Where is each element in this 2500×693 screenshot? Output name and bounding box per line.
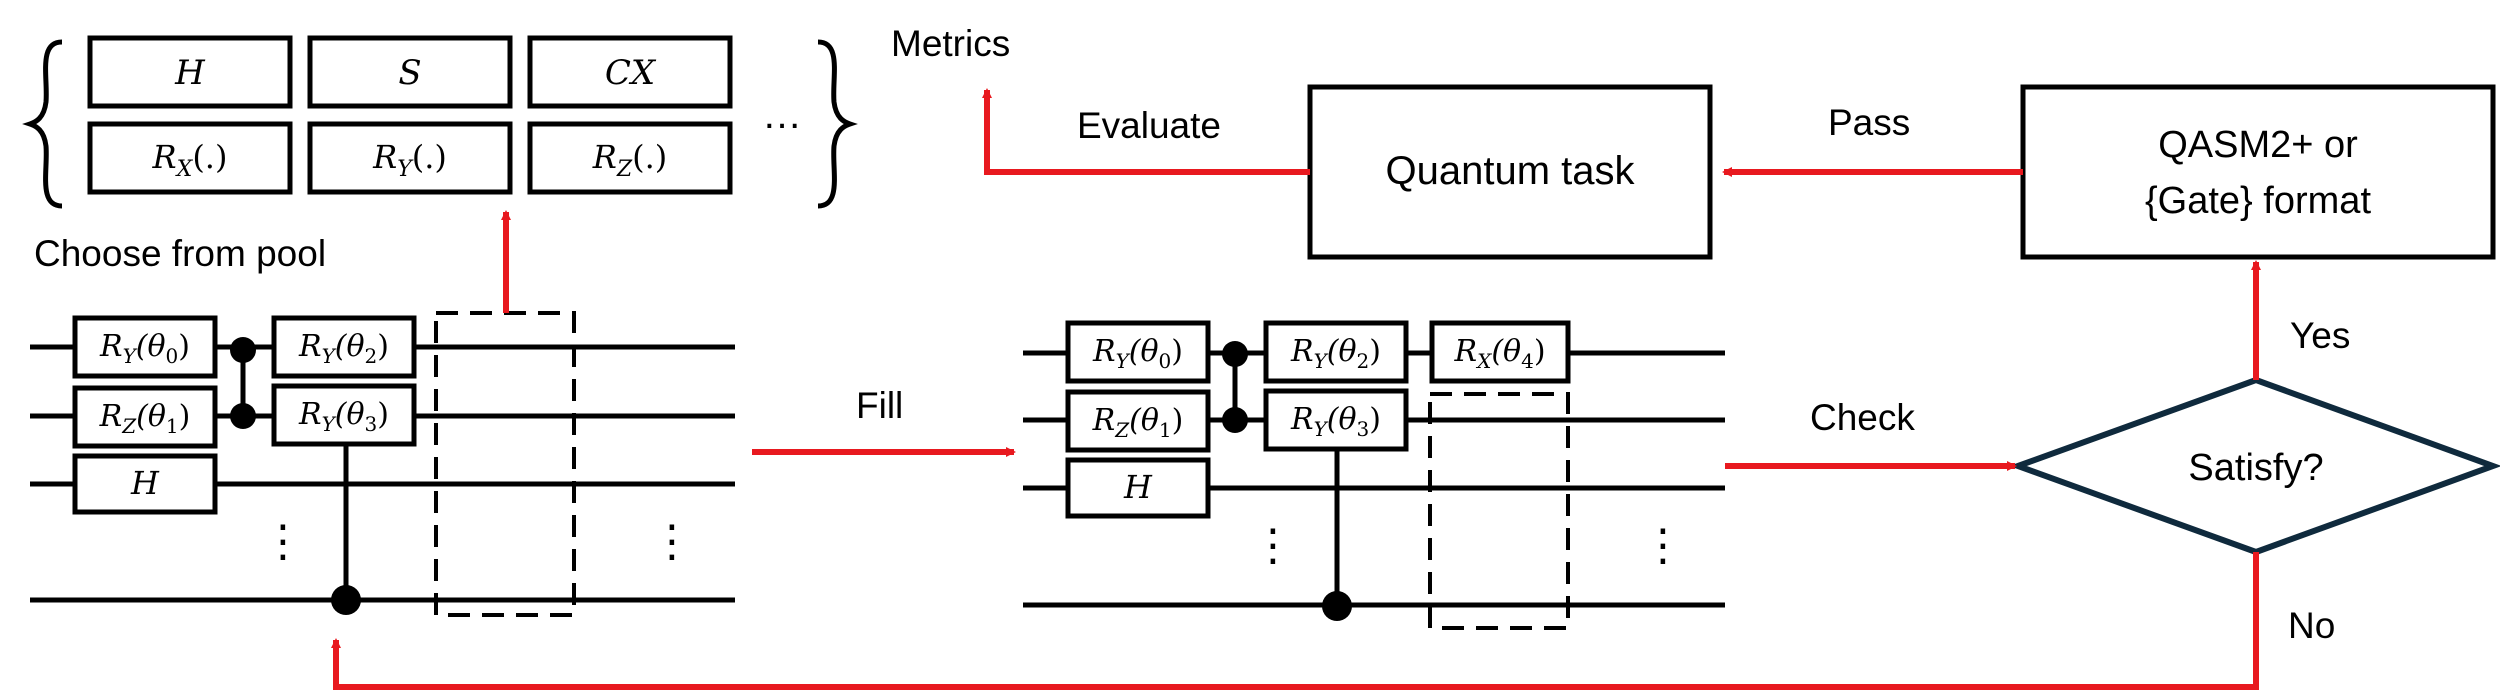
left-circuit: RY(θ0) RZ(θ1) H RY(θ2) RY(θ3) ⋮ ⋮ <box>30 311 735 617</box>
gate-ry-theta3-label: RY(θ3) <box>298 397 389 436</box>
pool-cx-label: CX <box>605 53 657 93</box>
metrics-label: Metrics <box>891 23 1010 64</box>
gate-ry-theta0 <box>72 315 218 379</box>
gate-ry-theta2-label: RY(θ2) <box>1290 334 1381 373</box>
gate-ry-theta0 <box>1065 320 1211 384</box>
gate-ry-theta3 <box>271 383 417 447</box>
pool-s-label: S <box>398 53 421 93</box>
flow-arrows <box>331 88 2261 690</box>
left-brace <box>22 39 63 209</box>
gate-rz-theta1 <box>1065 389 1211 453</box>
format-box <box>2020 84 2496 260</box>
pool-rx-label: RX(.) <box>152 138 228 182</box>
format-label-line1: QASM2+ or <box>2158 124 2358 166</box>
gate-rz-theta1 <box>72 385 218 449</box>
vertical-ellipsis: ⋮ <box>1251 521 1295 570</box>
gate-h-label: H <box>1123 468 1153 506</box>
pool-gate-ry <box>307 121 513 195</box>
pool-gate-rx <box>87 121 293 195</box>
choose-from-pool-label: Choose from pool <box>34 233 326 274</box>
pool-ry-label: RY(.) <box>372 138 447 182</box>
gate-ry-theta0-label: RY(θ0) <box>99 329 190 368</box>
no-label: No <box>2288 605 2335 646</box>
vertical-ellipsis: ⋮ <box>1641 521 1685 570</box>
pool-h-label: H <box>174 53 206 93</box>
fill-label: Fill <box>856 385 903 426</box>
gate-ry-theta2 <box>1263 320 1409 384</box>
right-circuit: RY(θ0) RZ(θ1) H RY(θ2) RY(θ3) RX(θ4) ⋮ ⋮ <box>1023 320 1725 630</box>
pool-gate-s <box>307 35 513 109</box>
quantum-task-label: Quantum task <box>1385 149 1635 193</box>
control-dot <box>1322 591 1352 621</box>
empty-slot <box>1428 392 1570 630</box>
quantum-task-box <box>1307 84 1713 260</box>
pass-label: Pass <box>1828 102 1910 143</box>
control-dot <box>230 403 256 429</box>
gate-ry-theta2 <box>271 315 417 379</box>
empty-slot <box>434 311 576 617</box>
check-label: Check <box>1810 397 1915 438</box>
format-label-line2: {Gate} format <box>2145 180 2371 222</box>
satisfy-label: Satisfy? <box>2188 447 2323 489</box>
control-dot <box>331 585 361 615</box>
vertical-ellipsis: ⋮ <box>650 517 694 566</box>
pool-gate-h <box>87 35 293 109</box>
pool-ellipsis: … <box>762 93 802 137</box>
gate-h <box>1065 457 1211 519</box>
gate-ry-theta0-label: RY(θ0) <box>1092 334 1183 373</box>
gate-rx-theta4 <box>1429 320 1571 384</box>
gate-h <box>72 453 218 515</box>
gate-ry-theta3 <box>1263 388 1409 452</box>
evaluate-arrow <box>982 88 1310 175</box>
control-dot <box>1222 407 1248 433</box>
gate-rz-theta1-label: RZ(θ1) <box>1092 403 1184 442</box>
pool-rz-label: RZ(.) <box>592 138 668 182</box>
gate-h-label: H <box>130 464 160 502</box>
pool-gate-rz <box>527 121 733 195</box>
evaluate-label: Evaluate <box>1077 105 1221 146</box>
gate-rz-theta1-label: RZ(θ1) <box>99 399 191 438</box>
control-dot <box>1222 341 1248 367</box>
yes-label: Yes <box>2290 315 2350 356</box>
satisfy-decision <box>2009 376 2500 556</box>
gate-rx-theta4-label: RX(θ4) <box>1453 334 1545 373</box>
pool-gate-cx <box>527 35 733 109</box>
no-arrow <box>331 552 2259 690</box>
right-brace <box>817 39 858 209</box>
control-dot <box>230 337 256 363</box>
gate-ry-theta3-label: RY(θ3) <box>1290 402 1381 441</box>
vertical-ellipsis: ⋮ <box>261 517 305 566</box>
gate-ry-theta2-label: RY(θ2) <box>298 329 389 368</box>
gate-pool: H S CX RX(.) RY(.) RZ(.) … <box>22 35 858 209</box>
